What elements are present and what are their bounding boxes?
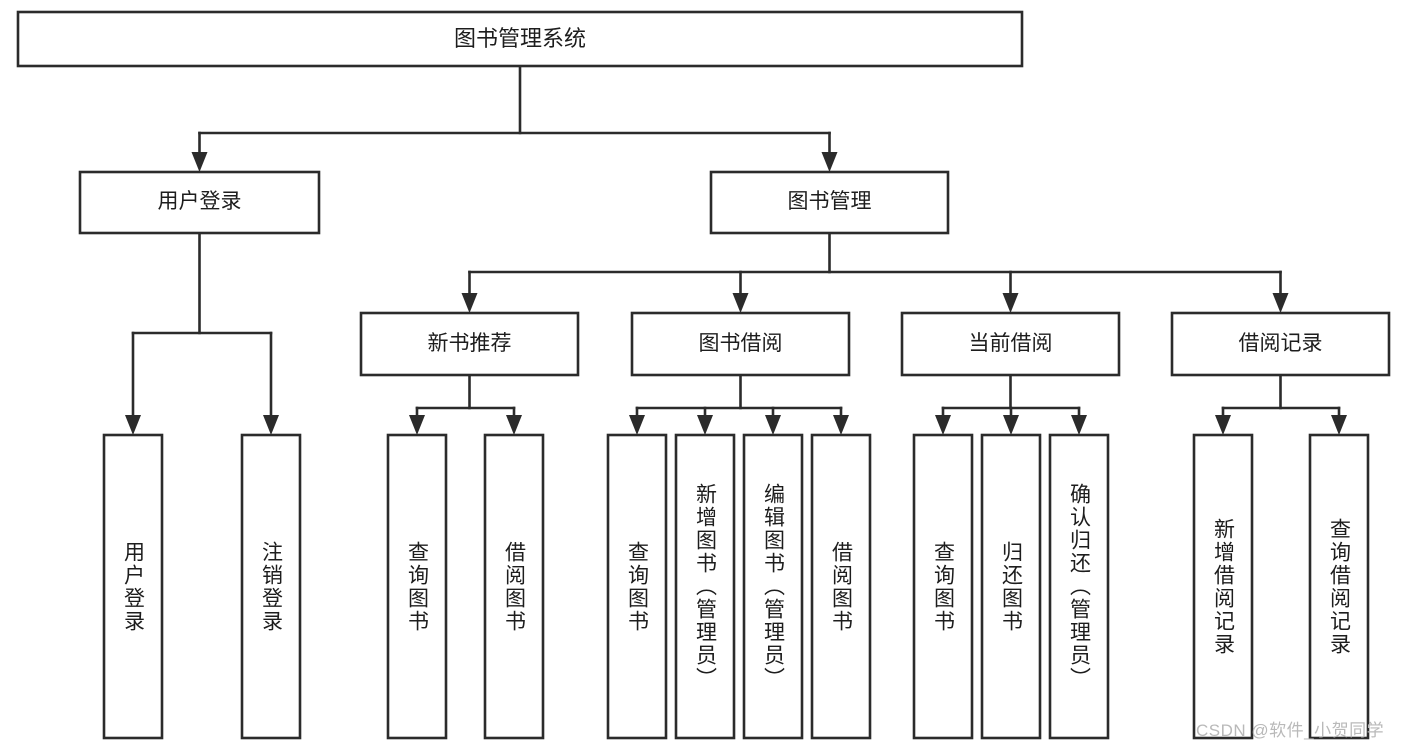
node-box-l-confirm-return[interactable]	[1048, 433, 1110, 740]
arrow-head-icon	[1003, 415, 1019, 435]
arrow-head-icon	[1071, 415, 1087, 435]
node-box-book-manage[interactable]	[709, 170, 950, 235]
node-box-user-login-leaf[interactable]	[102, 433, 164, 740]
arrow-head-icon	[935, 415, 951, 435]
node-box-l-edit-book[interactable]	[742, 433, 804, 740]
node-box-new-book-rec[interactable]	[359, 311, 580, 377]
node-box-l-query-book-3[interactable]	[912, 433, 974, 740]
arrow-head-icon	[1331, 415, 1347, 435]
arrow-head-icon	[125, 415, 141, 435]
node-box-l-add-book[interactable]	[674, 433, 736, 740]
node-box-user-login[interactable]	[78, 170, 321, 235]
arrow-head-icon	[191, 152, 208, 172]
arrow-head-icon	[1215, 415, 1231, 435]
arrow-head-icon	[409, 415, 425, 435]
node-box-l-borrow-book-1[interactable]	[483, 433, 545, 740]
node-box-l-query-record[interactable]	[1308, 433, 1370, 740]
arrow-head-icon	[1002, 293, 1019, 313]
node-box-user-logout-leaf[interactable]	[240, 433, 302, 740]
node-box-l-add-record[interactable]	[1192, 433, 1254, 740]
node-box-l-query-book-1[interactable]	[386, 433, 448, 740]
box-layer	[16, 10, 1391, 740]
arrow-head-icon	[732, 293, 749, 313]
arrow-head-icon	[697, 415, 713, 435]
arrow-head-icon	[629, 415, 645, 435]
arrow-head-icon	[506, 415, 522, 435]
arrow-head-icon	[461, 293, 478, 313]
node-box-l-borrow-book-2[interactable]	[810, 433, 872, 740]
node-box-root[interactable]	[16, 10, 1024, 68]
connector-layer	[125, 64, 1347, 435]
arrow-head-icon	[821, 152, 838, 172]
node-box-l-return-book[interactable]	[980, 433, 1042, 740]
node-box-current-borrow[interactable]	[900, 311, 1121, 377]
arrow-head-icon	[263, 415, 279, 435]
arrow-head-icon	[765, 415, 781, 435]
arrow-head-icon	[833, 415, 849, 435]
node-box-l-query-book-2[interactable]	[606, 433, 668, 740]
arrow-head-icon	[1272, 293, 1289, 313]
csdn-watermark: CSDN @软件_小贺同学	[1196, 721, 1385, 740]
node-box-borrow-record[interactable]	[1170, 311, 1391, 377]
node-box-book-borrow[interactable]	[630, 311, 851, 377]
